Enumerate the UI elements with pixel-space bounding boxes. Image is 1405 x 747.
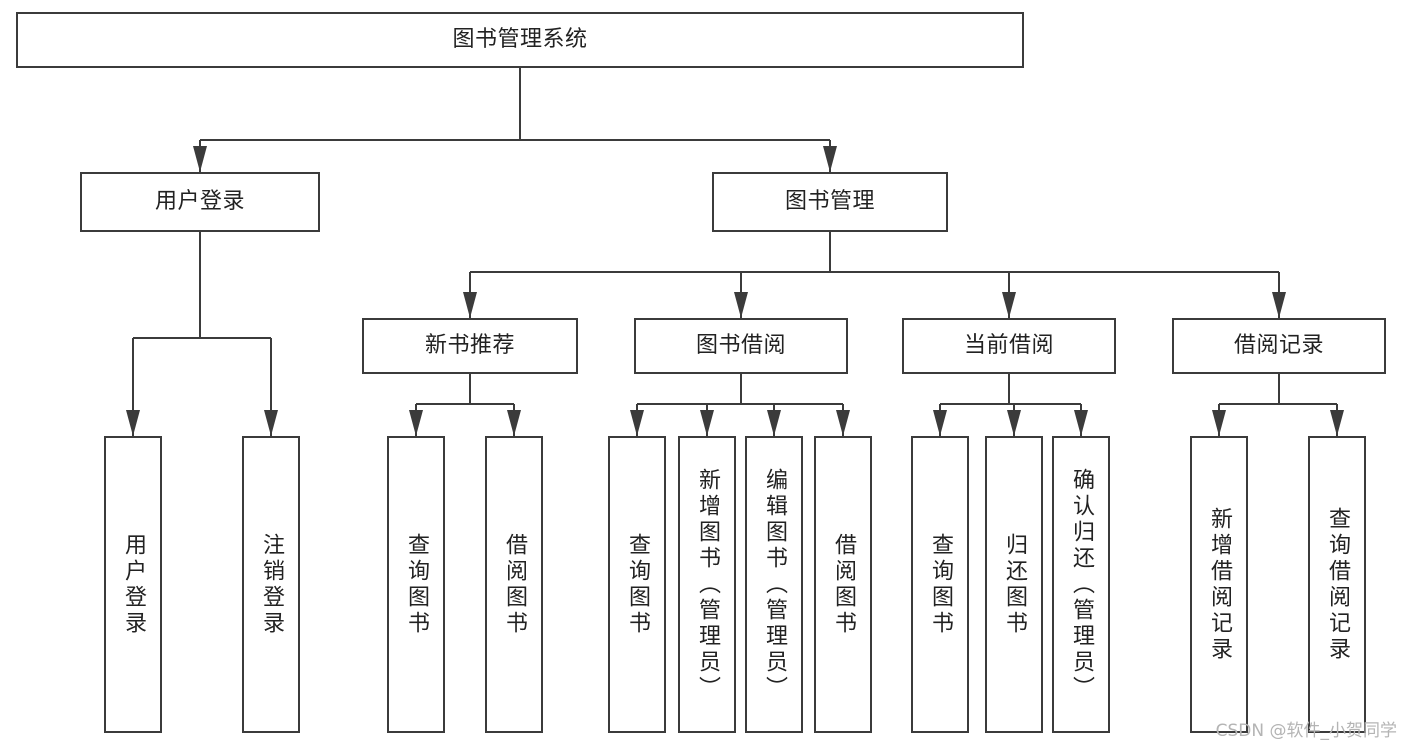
arrowhead-borrow-record <box>1272 292 1286 318</box>
node-label-new-book-rec: 新书推荐 <box>424 333 515 359</box>
arrowhead-leaf-add-record <box>1212 410 1226 436</box>
node-label-current-borrow: 当前借阅 <box>963 333 1054 359</box>
node-leaf-add-record[interactable]: 新增借阅记录 <box>1190 436 1248 733</box>
arrowhead-leaf-query-book-3 <box>933 410 947 436</box>
node-label-leaf-query-record: 查询借阅记录 <box>1325 506 1350 663</box>
node-book-borrow[interactable]: 图书借阅 <box>634 318 848 374</box>
arrowhead-leaf-query-book-1 <box>409 410 423 436</box>
node-leaf-borrow-book-2[interactable]: 借阅图书 <box>814 436 872 733</box>
arrowhead-leaf-user-logout <box>264 410 278 436</box>
node-leaf-borrow-book-1[interactable]: 借阅图书 <box>485 436 543 733</box>
arrowhead-leaf-query-book-2 <box>630 410 644 436</box>
node-current-borrow[interactable]: 当前借阅 <box>902 318 1116 374</box>
node-label-leaf-add-record: 新增借阅记录 <box>1207 506 1232 663</box>
node-leaf-return-book[interactable]: 归还图书 <box>985 436 1043 733</box>
node-label-leaf-edit-book: 编辑图书（管理员） <box>762 467 787 702</box>
node-leaf-user-login[interactable]: 用户登录 <box>104 436 162 733</box>
arrowhead-new-book-rec <box>463 292 477 318</box>
node-leaf-add-book[interactable]: 新增图书（管理员） <box>678 436 736 733</box>
node-label-leaf-query-book-1: 查询图书 <box>404 532 429 637</box>
node-leaf-confirm-return[interactable]: 确认归还（管理员） <box>1052 436 1110 733</box>
node-new-book-rec[interactable]: 新书推荐 <box>362 318 578 374</box>
arrowhead-leaf-borrow-book-2 <box>836 410 850 436</box>
node-root[interactable]: 图书管理系统 <box>16 12 1024 68</box>
arrowhead-leaf-edit-book <box>767 410 781 436</box>
watermark-label: CSDN @软件_小贺同学 <box>1215 721 1397 741</box>
node-leaf-query-book-3[interactable]: 查询图书 <box>911 436 969 733</box>
node-label-leaf-confirm-return: 确认归还（管理员） <box>1069 467 1094 702</box>
arrowhead-current-borrow <box>1002 292 1016 318</box>
arrowhead-leaf-borrow-book-1 <box>507 410 521 436</box>
node-label-leaf-user-login: 用户登录 <box>121 532 146 637</box>
arrowhead-book-manage <box>823 146 837 172</box>
node-book-manage[interactable]: 图书管理 <box>712 172 948 232</box>
node-label-book-manage: 图书管理 <box>784 189 875 215</box>
arrowhead-leaf-confirm-return <box>1074 410 1088 436</box>
node-leaf-user-logout[interactable]: 注销登录 <box>242 436 300 733</box>
node-label-leaf-user-logout: 注销登录 <box>259 532 284 637</box>
arrowhead-book-borrow <box>734 292 748 318</box>
node-borrow-record[interactable]: 借阅记录 <box>1172 318 1386 374</box>
arrowhead-leaf-query-record <box>1330 410 1344 436</box>
node-label-borrow-record: 借阅记录 <box>1233 333 1324 359</box>
node-label-root: 图书管理系统 <box>452 27 588 53</box>
node-label-user-login: 用户登录 <box>154 189 245 215</box>
node-leaf-edit-book[interactable]: 编辑图书（管理员） <box>745 436 803 733</box>
node-leaf-query-book-1[interactable]: 查询图书 <box>387 436 445 733</box>
node-leaf-query-record[interactable]: 查询借阅记录 <box>1308 436 1366 733</box>
node-label-leaf-add-book: 新增图书（管理员） <box>695 467 720 702</box>
node-label-leaf-borrow-book-1: 借阅图书 <box>502 532 527 637</box>
arrowhead-leaf-add-book <box>700 410 714 436</box>
node-label-leaf-query-book-2: 查询图书 <box>625 532 650 637</box>
node-label-book-borrow: 图书借阅 <box>695 333 786 359</box>
node-label-leaf-borrow-book-2: 借阅图书 <box>831 532 856 637</box>
arrowhead-leaf-return-book <box>1007 410 1021 436</box>
node-user-login[interactable]: 用户登录 <box>80 172 320 232</box>
arrowhead-user-login <box>193 146 207 172</box>
arrowhead-leaf-user-login <box>126 410 140 436</box>
node-label-leaf-return-book: 归还图书 <box>1002 532 1027 637</box>
node-leaf-query-book-2[interactable]: 查询图书 <box>608 436 666 733</box>
node-label-leaf-query-book-3: 查询图书 <box>928 532 953 637</box>
